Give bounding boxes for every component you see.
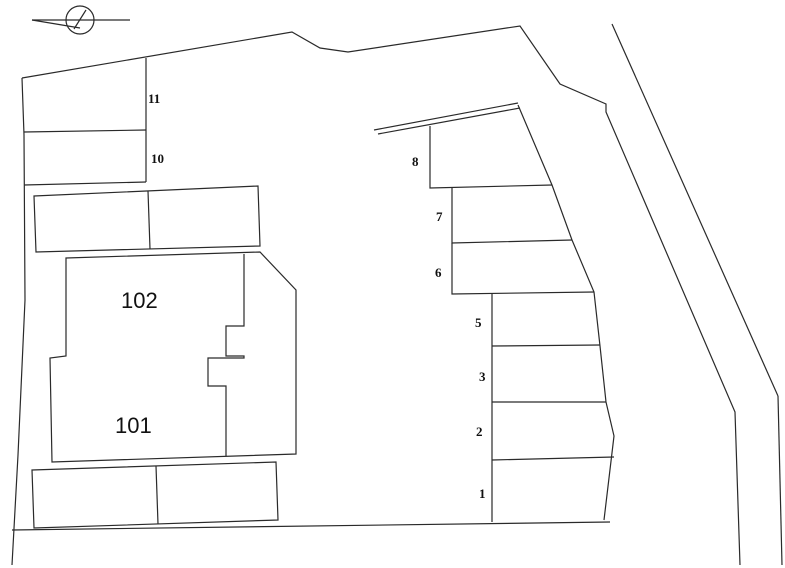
space-label-2: 2	[476, 424, 483, 439]
storage-block-lower	[31, 461, 279, 529]
space-label-8: 8	[412, 154, 419, 169]
parking-block-top-left	[23, 58, 147, 186]
site-boundary	[11, 23, 783, 566]
building-outline	[49, 251, 297, 463]
space-label-5: 5	[475, 315, 482, 330]
space-label-1: 1	[479, 486, 486, 501]
space-label-6: 6	[435, 265, 442, 280]
space-label-3: 3	[479, 369, 486, 384]
space-label-10: 10	[151, 151, 164, 166]
space-label-11: 11	[148, 91, 160, 106]
space-label-7: 7	[436, 209, 443, 224]
unit-label-101: 101	[115, 413, 152, 438]
storage-block-upper	[33, 185, 261, 253]
parking-block-right	[373, 102, 615, 522]
north-arrow-icon	[31, 5, 130, 35]
unit-label-102: 102	[121, 288, 158, 313]
